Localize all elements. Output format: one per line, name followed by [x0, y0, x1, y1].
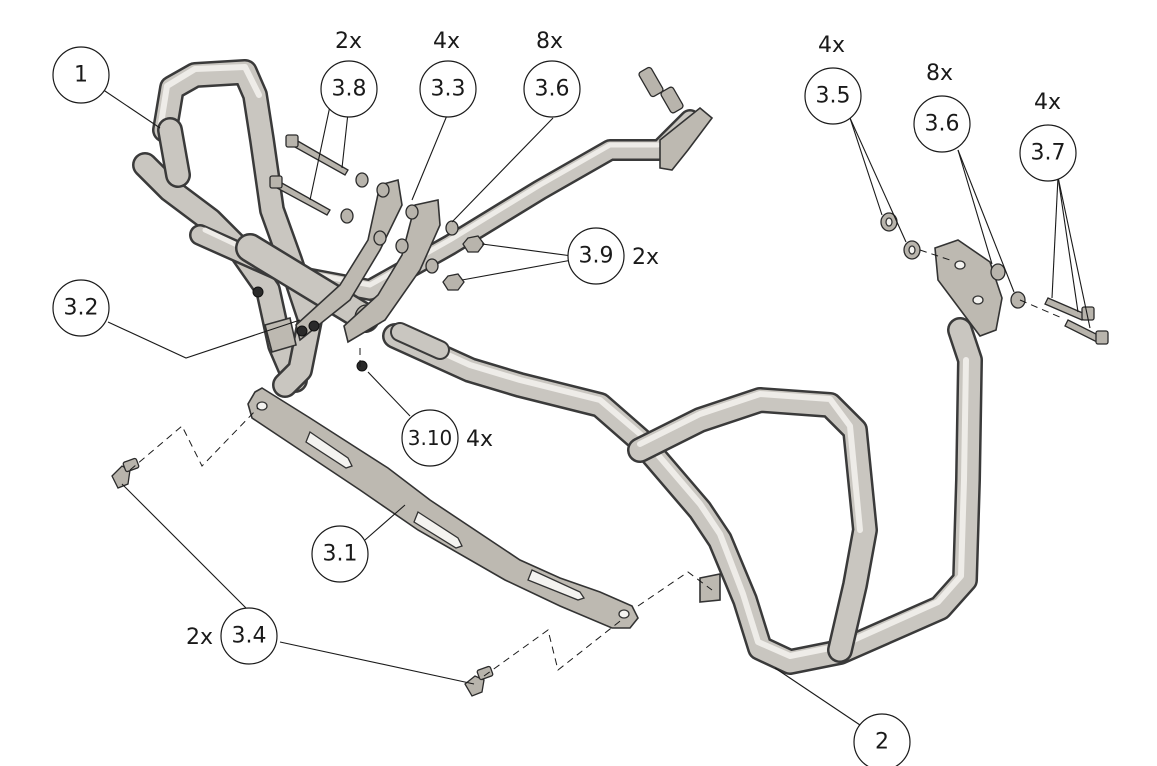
leader-lines [101, 88, 1091, 726]
balloon-label: 3.1 [323, 542, 358, 567]
balloon-label: 3.6 [925, 112, 960, 137]
part-3-3-brackets [295, 178, 441, 344]
balloons: 1 2 3.1 3.2 3.3 3.4 3.5 3.6 [52, 46, 1077, 766]
balloon-3-6-right: 3.6 [913, 95, 971, 153]
balloon-label: 3.3 [431, 77, 466, 102]
qty-3-3: 4x [433, 29, 460, 54]
balloon-label: 3.8 [332, 77, 367, 102]
balloon-label: 2 [875, 730, 889, 755]
balloon-1: 1 [52, 46, 110, 104]
qty-3-7: 4x [1034, 90, 1061, 115]
balloon-3-7: 3.7 [1019, 124, 1077, 182]
balloon-3-1: 3.1 [311, 525, 369, 583]
balloon-label: 3.6 [535, 77, 570, 102]
balloon-3-3: 3.3 [419, 60, 477, 118]
qty-3-6-right: 8x [926, 61, 953, 86]
qty-3-10: 4x [466, 427, 493, 452]
balloon-label: 3.5 [816, 84, 851, 109]
part-3-2-sleeve [390, 322, 450, 360]
explode-lines [129, 249, 1063, 677]
balloon-3-4: 3.4 [220, 607, 278, 665]
qty-3-5: 4x [818, 33, 845, 58]
balloon-label: 1 [74, 63, 88, 88]
hardware [111, 134, 1109, 697]
part-1-left-guard [132, 59, 714, 398]
part-3-1-cross-plate [247, 387, 639, 629]
quantity-labels: 2x 4x 8x 4x 8x 4x 2x 4x 2x [186, 29, 1061, 650]
qty-3-6-left: 8x [536, 29, 563, 54]
balloon-3-9: 3.9 [567, 227, 625, 285]
balloon-3-5: 3.5 [804, 67, 862, 125]
balloon-2: 2 [853, 713, 911, 766]
balloon-3-10: 3.10 [401, 409, 459, 467]
balloon-label: 3.2 [64, 296, 99, 321]
balloon-3-2: 3.2 [52, 279, 110, 337]
qty-3-4: 2x [186, 625, 213, 650]
balloon-label: 3.10 [408, 426, 453, 450]
balloon-3-6-left: 3.6 [523, 60, 581, 118]
part-2-right-guard [382, 239, 1003, 675]
balloon-label: 3.7 [1031, 141, 1066, 166]
qty-3-9: 2x [632, 245, 659, 270]
balloon-label: 3.9 [579, 244, 614, 269]
balloon-label: 3.4 [232, 624, 267, 649]
balloon-3-8: 3.8 [320, 60, 378, 118]
qty-3-8: 2x [335, 29, 362, 54]
